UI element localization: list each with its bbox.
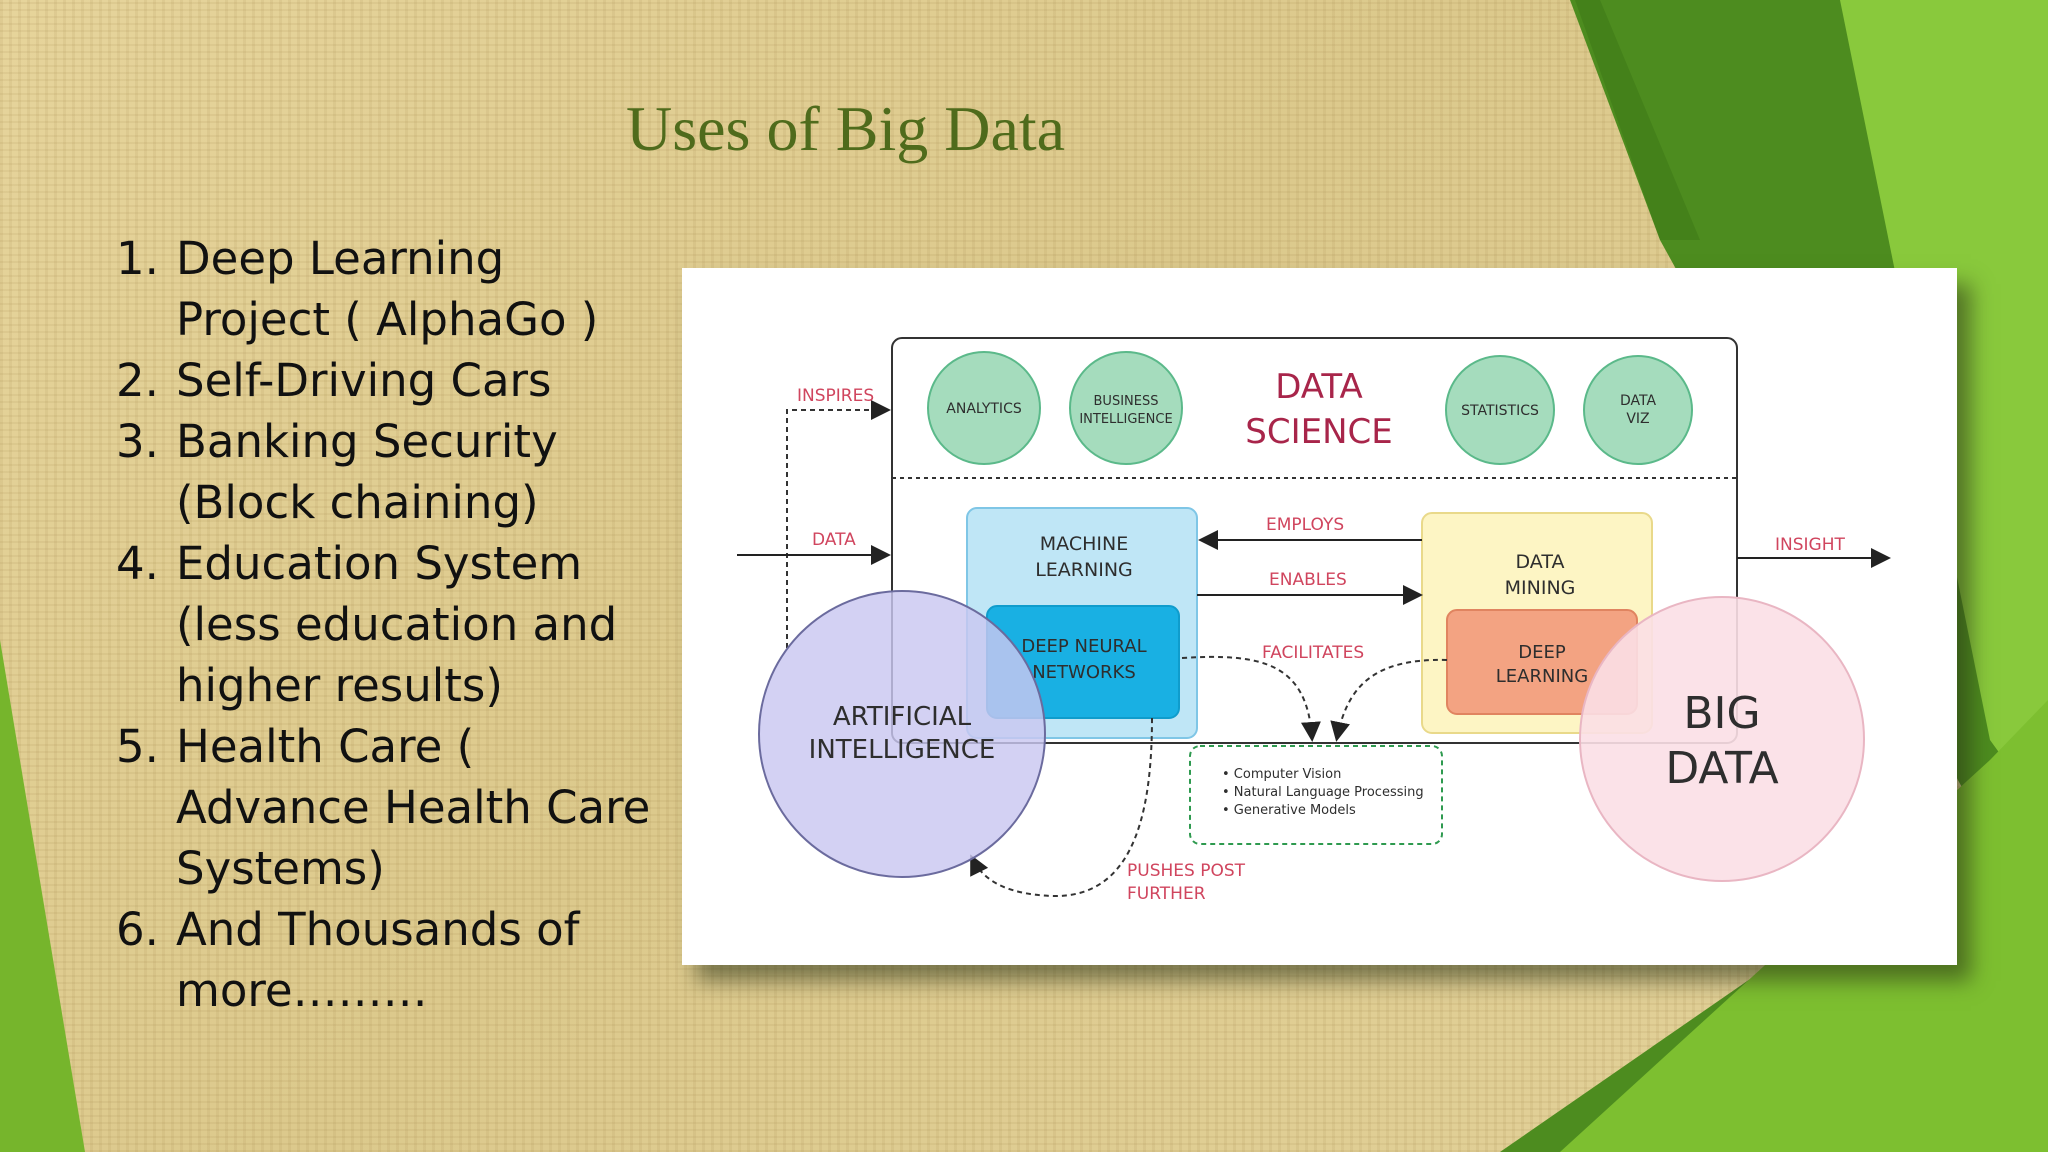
diagram: ANALYTICS BUSINESS INTELLIGENCE DATA SCI… (737, 337, 1891, 904)
list-item: 4. Education System (less education and hig… (116, 533, 676, 716)
data-mining-label: DATA (1516, 551, 1565, 573)
big-data-label: DATA (1665, 743, 1778, 794)
statistics-circle (1445, 355, 1555, 465)
item-line: (Block chaining) (176, 476, 539, 529)
application-item: • Natural Language Processing (1222, 785, 1424, 800)
deep-learning-label: LEARNING (1496, 666, 1588, 687)
analytics-circle (927, 351, 1041, 465)
item-number: 2. (116, 354, 159, 407)
item-number: 6. (116, 903, 159, 956)
pushes-arrow (970, 717, 1153, 898)
insight-label: INSIGHT (1775, 535, 1845, 555)
artificial-intelligence-label: INTELLIGENCE (809, 735, 996, 765)
data-mining-label: MINING (1505, 577, 1576, 599)
item-line: Project ( AlphaGo ) (176, 293, 599, 346)
main-container (891, 337, 1738, 744)
facilitates-arrow-right (1330, 658, 1448, 742)
deep-neural-networks-label: NETWORKS (1032, 662, 1136, 683)
application-item: • Generative Models (1222, 803, 1356, 818)
business-intelligence-label: BUSINESS (1094, 394, 1159, 409)
diagram-image: ANALYTICS BUSINESS INTELLIGENCE DATA SCI… (682, 268, 1957, 965)
item-line: Deep Learning (176, 232, 505, 285)
item-line: Education System (176, 537, 583, 590)
business-intelligence-label: INTELLIGENCE (1079, 412, 1172, 427)
data-viz-circle (1583, 355, 1693, 465)
facilitates-arrow-left (1181, 655, 1321, 742)
machine-learning-label: LEARNING (1035, 559, 1133, 581)
application-item: • Computer Vision (1222, 767, 1341, 782)
data-viz-label: DATA (1620, 393, 1656, 409)
enables-label: ENABLES (1269, 570, 1347, 590)
item-number: 5. (116, 720, 159, 773)
item-line: Advance Health Care (176, 781, 651, 834)
applications-box (1189, 745, 1443, 845)
data-science-label: SCIENCE (1245, 412, 1393, 452)
item-line: Banking Security (176, 415, 558, 468)
slide-title: Uses of Big Data (626, 93, 1066, 164)
artificial-intelligence-circle (758, 590, 1046, 878)
pushes-label: PUSHES POST (1127, 861, 1246, 881)
inspires-arrow (786, 400, 891, 648)
item-line: (less education and (176, 598, 618, 651)
item-line: more……… (176, 964, 428, 1017)
item-line: Self-Driving Cars (176, 354, 552, 407)
data-viz-label: VIZ (1626, 411, 1649, 427)
big-data-label: BIG (1683, 688, 1760, 739)
pushes-label: FURTHER (1127, 884, 1206, 904)
item-line: Health Care ( (176, 720, 475, 773)
analytics-label: ANALYTICS (946, 401, 1022, 417)
deep-learning-label: DEEP (1518, 642, 1566, 663)
item-line: And Thousands of (176, 903, 580, 956)
list-item: 2. Self-Driving Cars (116, 350, 676, 411)
item-line: Systems) (176, 842, 385, 895)
business-intelligence-circle (1069, 351, 1183, 465)
item-line: higher results) (176, 659, 503, 712)
deep-neural-networks-label: DEEP NEURAL (1021, 636, 1146, 657)
facilitates-label: FACILITATES (1262, 643, 1364, 663)
statistics-label: STATISTICS (1461, 403, 1539, 419)
list-item: 6. And Thousands of more……… (116, 899, 676, 1021)
big-data-circle (1579, 596, 1865, 882)
item-number: 4. (116, 537, 159, 590)
item-number: 3. (116, 415, 159, 468)
data-in-label: DATA (812, 530, 856, 550)
data-science-label: DATA (1275, 367, 1363, 407)
artificial-intelligence-label: ARTIFICIAL (833, 702, 972, 732)
employs-label: EMPLOYS (1266, 515, 1344, 535)
item-number: 1. (116, 232, 159, 285)
list-item: 3. Banking Security (Block chaining) (116, 411, 676, 533)
machine-learning-label: MACHINE (1040, 533, 1128, 555)
inspires-label: INSPIRES (797, 386, 874, 406)
